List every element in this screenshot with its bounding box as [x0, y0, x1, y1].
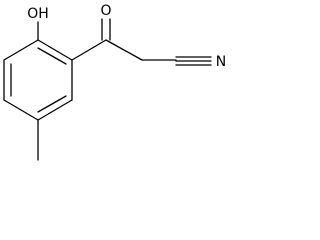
- molecule-structure: OH O N: [3, 3, 226, 161]
- ketone-oxygen-label: O: [100, 3, 111, 19]
- ring-bond-bottom-left: [3, 99, 39, 121]
- benzene-ring: [3, 39, 73, 121]
- carbonyl-to-methylene-bond: [105, 39, 143, 61]
- ring-bond-bottom-right-inner: [37, 95, 67, 113]
- hydroxyl-label: OH: [27, 6, 49, 22]
- ring-to-carbonyl-bond: [71, 39, 107, 61]
- ring-bond-top-right-inner: [37, 47, 67, 65]
- ring-bond-bottom-right: [37, 99, 73, 121]
- ring-bond-top-left: [3, 39, 39, 61]
- nitrile-nitrogen-label: N: [216, 54, 226, 70]
- structure-canvas: OH O N: [3, 3, 226, 161]
- ring-bond-top-right: [37, 39, 73, 61]
